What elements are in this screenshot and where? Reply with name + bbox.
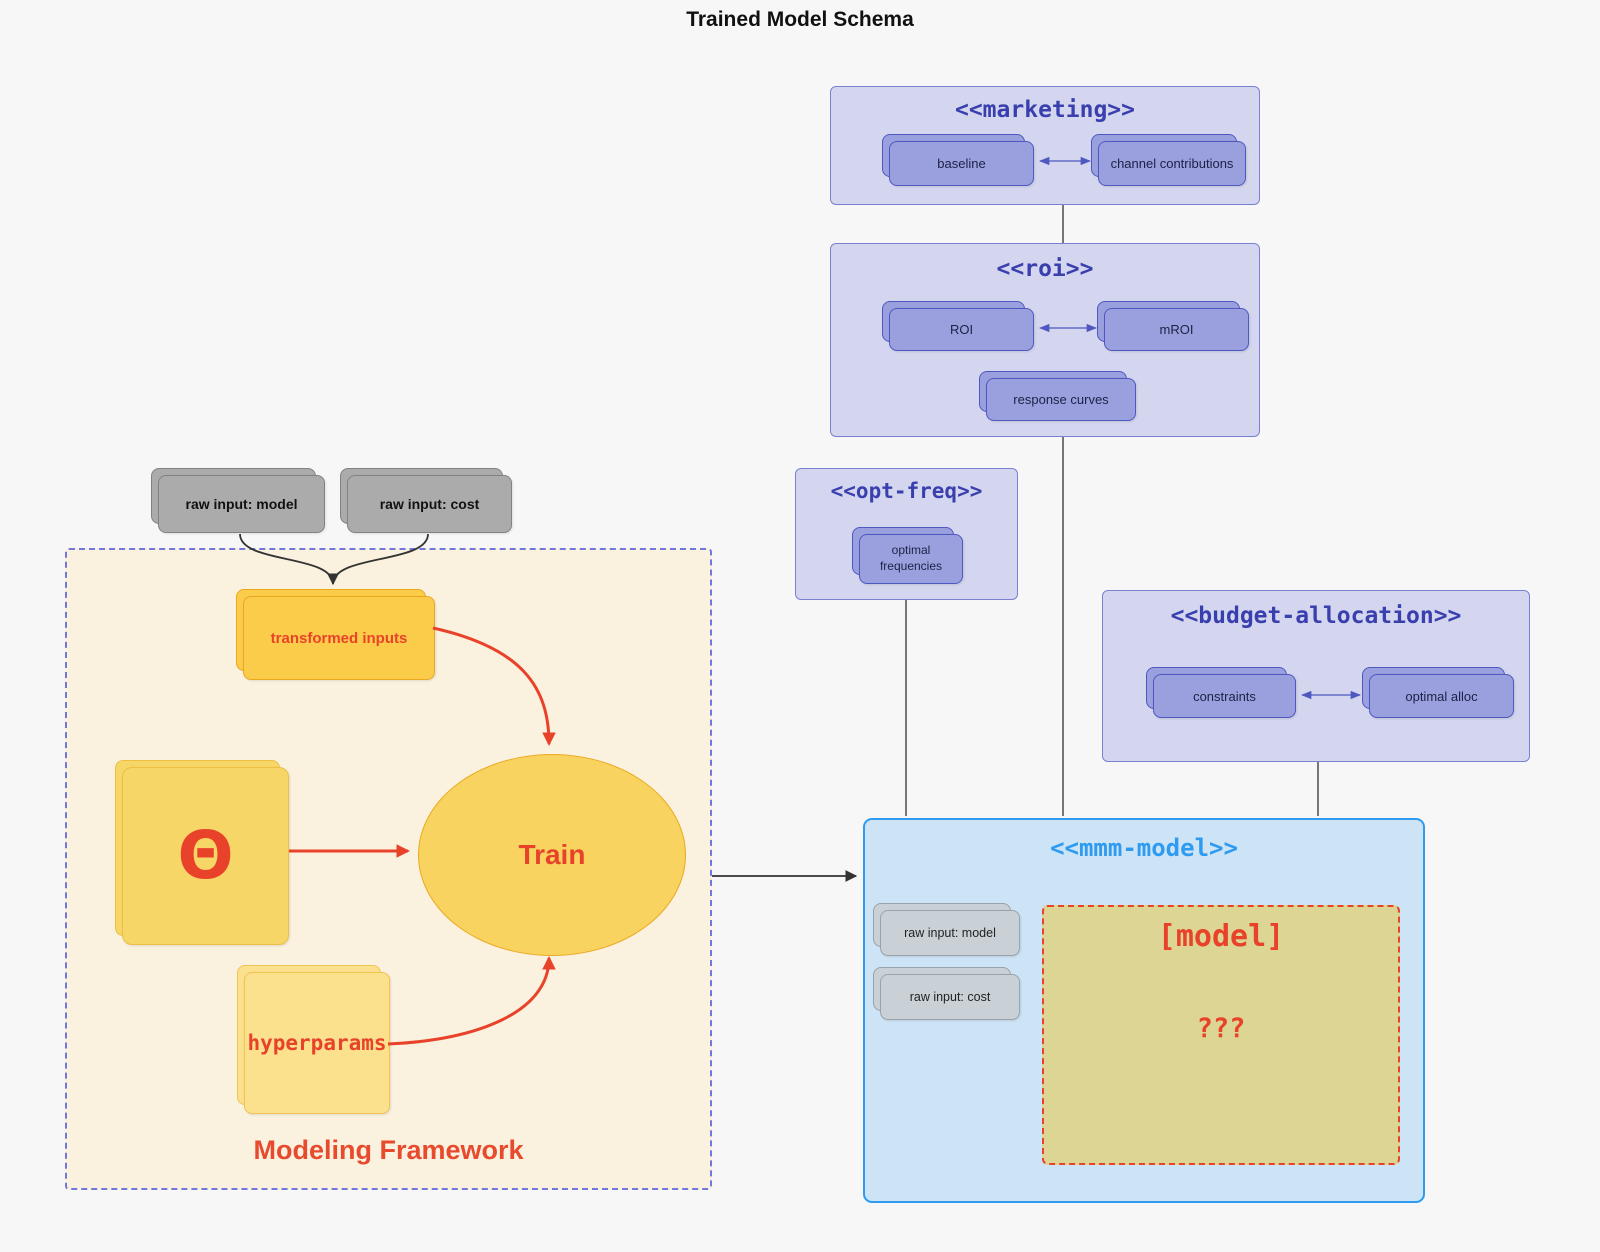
- node-transformed-inputs: transformed inputs: [236, 589, 435, 680]
- group-marketing: <<marketing>> baseline channel contribut…: [830, 86, 1260, 205]
- node-optimal-alloc: optimal alloc: [1362, 667, 1514, 718]
- marketing-title: <<marketing>>: [954, 97, 1135, 123]
- framework-label: Modeling Framework: [253, 1135, 524, 1165]
- group-modeling-framework: transformed inputs Θ Train hyperparams M…: [65, 548, 712, 1190]
- node-train: Train: [418, 754, 686, 956]
- node-theta: Θ: [115, 760, 289, 945]
- group-roi: <<roi>> ROI mROI response curves: [830, 243, 1260, 437]
- node-response-curves: response curves: [979, 371, 1136, 421]
- node-mmm-raw-input-model: raw input: model: [873, 903, 1020, 956]
- model-question-label: ???: [1196, 1013, 1246, 1044]
- node-raw-input-model: raw input: model: [151, 468, 325, 533]
- group-opt-freq: <<opt-freq>> optimal frequencies: [795, 468, 1018, 600]
- node-baseline: baseline: [882, 134, 1034, 186]
- node-optimal-frequencies: optimal frequencies: [852, 527, 963, 584]
- train-label: Train: [518, 839, 586, 870]
- page-title: Trained Model Schema: [686, 8, 914, 31]
- roi-title: <<roi>>: [996, 256, 1094, 282]
- theta-symbol: Θ: [177, 817, 234, 894]
- node-model-placeholder: [model] ???: [1042, 905, 1400, 1165]
- mmm-model-title: <<mmm-model>>: [1050, 834, 1238, 862]
- group-mmm-model: <<mmm-model>> raw input: model raw input…: [863, 818, 1425, 1203]
- node-constraints: constraints: [1146, 667, 1296, 718]
- node-mmm-raw-input-cost: raw input: cost: [873, 967, 1020, 1020]
- node-hyperparams: hyperparams: [237, 965, 390, 1114]
- node-roi: ROI: [882, 301, 1034, 351]
- model-tag-label: [model]: [1157, 919, 1285, 954]
- node-raw-input-cost: raw input: cost: [340, 468, 512, 533]
- budget-allocation-title: <<budget-allocation>>: [1170, 603, 1462, 629]
- node-channel-contributions: channel contributions: [1091, 134, 1246, 186]
- opt-freq-title: <<opt-freq>>: [830, 479, 983, 503]
- group-budget-allocation: <<budget-allocation>> constraints optima…: [1102, 590, 1530, 762]
- node-mroi: mROI: [1097, 301, 1249, 351]
